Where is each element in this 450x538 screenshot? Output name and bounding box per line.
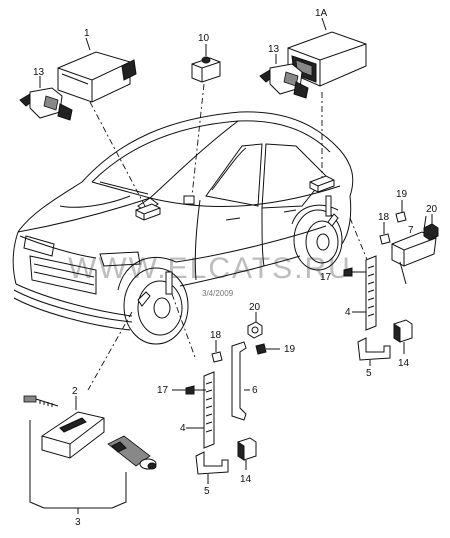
wheel-housing-sensor-front [137, 271, 173, 307]
bracket-3 [29, 420, 127, 514]
label-6: 6 [252, 385, 258, 396]
part-5-clamp-rear [357, 337, 391, 366]
part-valve-screw [23, 395, 59, 407]
label-4-front: 4 [180, 423, 186, 434]
label-13-right: 13 [268, 44, 280, 55]
part-19-bolt-front [255, 343, 280, 355]
label-13-left: 13 [33, 67, 45, 78]
part-18-clip-front [211, 340, 223, 363]
label-5-rear: 5 [366, 368, 372, 379]
part-20-nut-front [247, 312, 263, 339]
part-10-module [191, 44, 221, 83]
label-2: 2 [72, 386, 78, 397]
label-18-front: 18 [210, 330, 222, 341]
label-7: 7 [408, 225, 414, 236]
label-19-rear: 19 [396, 189, 408, 200]
part-17-screw-rear [343, 267, 366, 277]
label-3: 3 [75, 517, 81, 528]
label-20-front: 20 [249, 302, 261, 313]
label-17-front: 17 [157, 385, 169, 396]
part-17-screw-front [172, 385, 206, 395]
label-14-front: 14 [240, 474, 252, 485]
part-6-bracket [231, 341, 250, 421]
label-18-rear: 18 [378, 212, 390, 223]
part-4-sensor-bracket-rear [365, 255, 377, 331]
part-4-sensor-bracket-front [203, 371, 215, 449]
part-19-bolt-rear [395, 200, 407, 223]
part-1a-control-unit [287, 17, 367, 87]
part-13-connector-right [259, 54, 309, 99]
label-10: 10 [198, 33, 210, 44]
leader-lines [87, 83, 369, 391]
label-14-rear: 14 [398, 358, 410, 369]
mounted-control-unit-rear [309, 175, 335, 193]
part-20-nut-rear [423, 214, 439, 241]
part-2-tyre-pressure-sensor [41, 396, 105, 459]
label-5-front: 5 [204, 486, 210, 497]
part-13-connector-left [19, 76, 73, 121]
car-body-illustration [12, 111, 354, 345]
mounted-module-10 [183, 195, 195, 205]
part-5-clamp-front [195, 451, 229, 484]
part-14-antenna-rear [393, 319, 413, 354]
label-20-rear: 20 [426, 204, 438, 215]
mounted-control-unit-front [135, 203, 161, 221]
label-17-rear: 17 [320, 272, 332, 283]
part-14-antenna-front [237, 437, 257, 470]
part-valve-stem [107, 435, 157, 470]
date-stamp: 3/4/2009 [202, 289, 234, 298]
wheel-housing-sensor-rear [325, 195, 339, 227]
label-19-front: 19 [284, 344, 296, 355]
label-1a: 1A [315, 8, 328, 19]
label-1: 1 [84, 28, 90, 39]
part-18-clip-rear [379, 222, 391, 245]
part-1-control-unit [57, 37, 137, 103]
label-4-rear: 4 [345, 307, 351, 318]
